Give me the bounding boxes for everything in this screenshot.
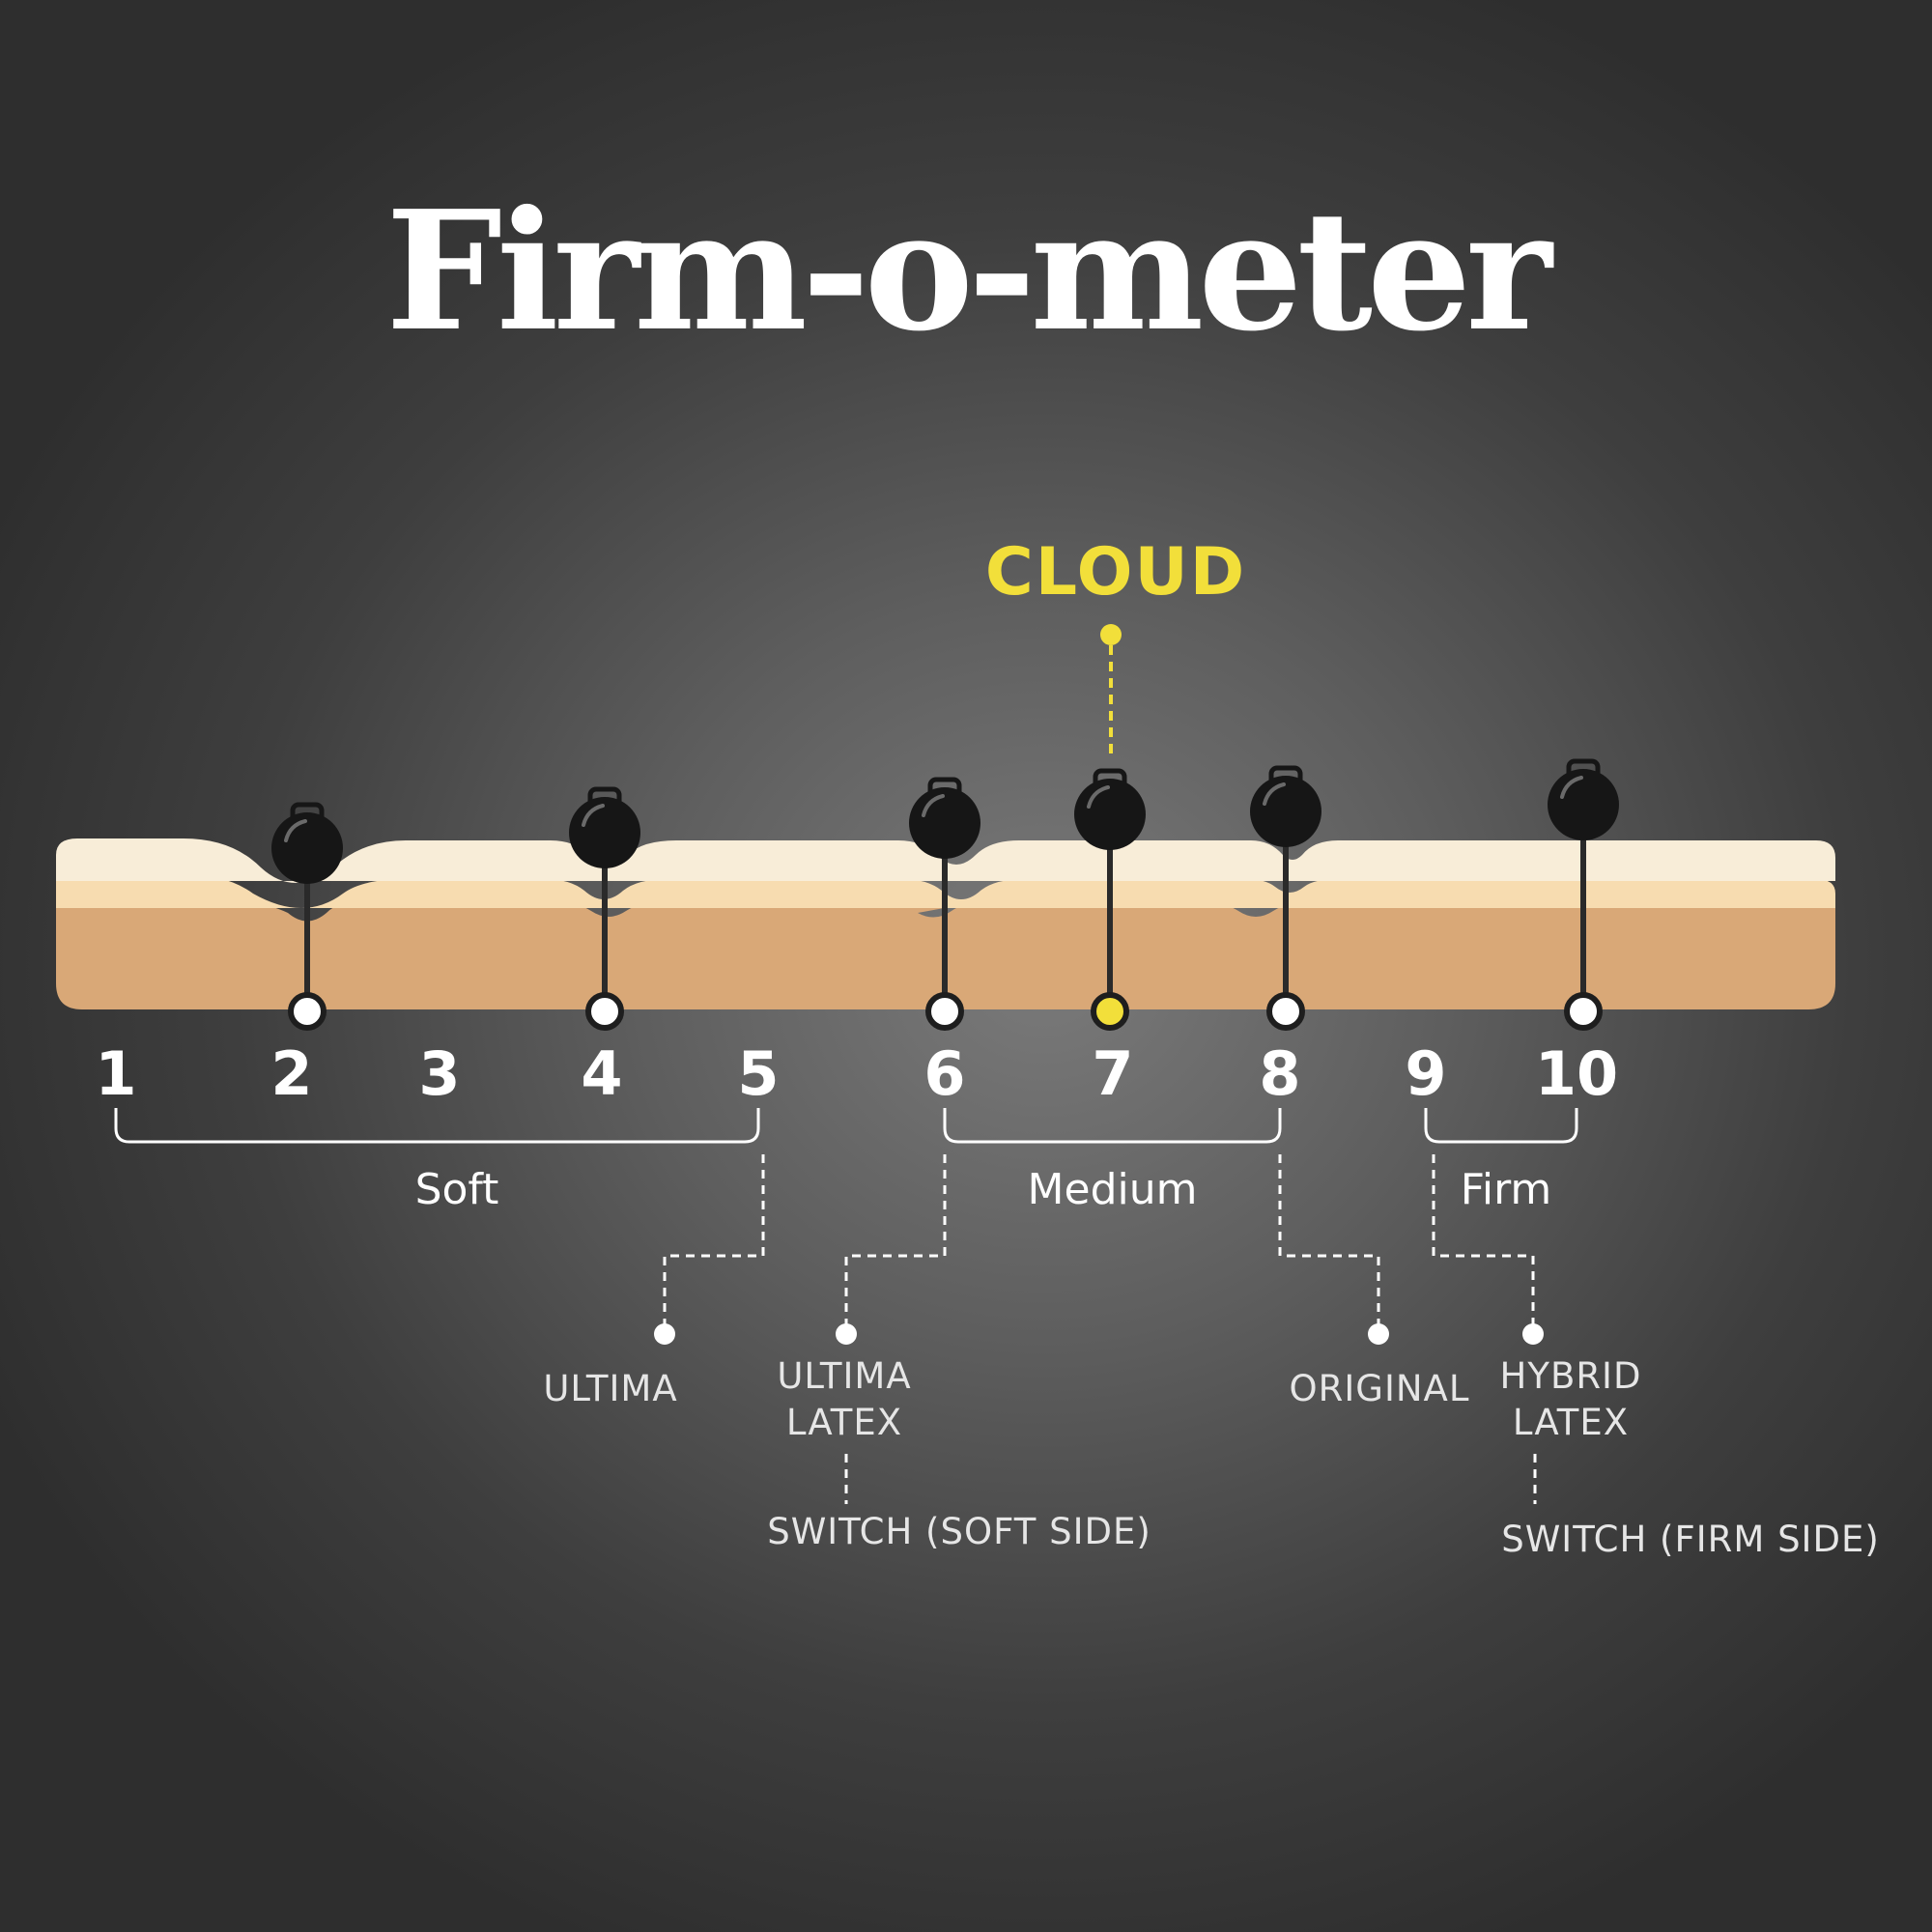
scale-number-5: 5: [737, 1038, 779, 1109]
leader-hybrid-latex: [1432, 1154, 1535, 1328]
product-ultima: ULTIMA: [543, 1368, 677, 1409]
weight-ball-2: [271, 812, 343, 884]
dot-original: [1368, 1323, 1389, 1345]
scale-number-8: 8: [1259, 1038, 1300, 1109]
scale-number-1: 1: [95, 1038, 136, 1109]
weight-shine-2: [284, 819, 307, 842]
weight-shine-8: [1263, 782, 1286, 806]
featured-level-dot: [1091, 992, 1129, 1031]
weight-ball-10: [1548, 769, 1619, 840]
leader-ultima-latex: [844, 1154, 947, 1328]
weight-4: [569, 786, 640, 1031]
range-bracket-soft: [114, 1108, 760, 1144]
leader-original: [1278, 1154, 1380, 1328]
weight-8: [1250, 765, 1321, 1031]
weight-7: [1074, 768, 1146, 1031]
firmness-ranges: Soft Medium Firm: [114, 1108, 1578, 1214]
weight-ball-4: [569, 797, 640, 868]
firmness-scale: 1 2 3 4 5 6 7 8 9 10: [95, 1038, 1618, 1109]
scale-number-9: 9: [1405, 1038, 1446, 1109]
featured-product-label: CLOUD: [985, 534, 1246, 611]
weight-shine-4: [582, 804, 605, 827]
range-label-medium: Medium: [1028, 1165, 1198, 1214]
weights: [271, 758, 1619, 1031]
level-dot-4: [585, 992, 624, 1031]
dot-ultima: [654, 1323, 675, 1345]
product-hybrid-latex-line2: LATEX: [1513, 1402, 1629, 1443]
scale-number-4: 4: [581, 1038, 622, 1109]
scale-number-10: 10: [1535, 1038, 1618, 1109]
mattress-top-layer: [56, 838, 1835, 883]
level-dot-8: [1266, 992, 1305, 1031]
weight-shine-7: [1087, 785, 1110, 809]
scale-number-2: 2: [270, 1038, 312, 1109]
weight-shine-10: [1560, 776, 1583, 799]
weight-shine-6: [922, 794, 945, 817]
scale-number-6: 6: [923, 1038, 965, 1109]
weight-ball-8: [1250, 776, 1321, 847]
product-ultima-latex-line2: LATEX: [786, 1402, 902, 1443]
product-switch-firm-side: SWITCH (FIRM SIDE): [1501, 1519, 1880, 1560]
product-hybrid-latex-line1: HYBRID: [1500, 1355, 1642, 1397]
dot-ultima-latex: [836, 1323, 857, 1345]
mattress-middle-layer: [56, 874, 1835, 908]
product-dots: [654, 1323, 1544, 1345]
weight-6: [909, 777, 980, 1031]
page-title: Firm-o-meter: [385, 175, 1554, 368]
scale-number-7: 7: [1092, 1038, 1133, 1109]
range-bracket-firm: [1424, 1108, 1578, 1144]
scale-number-3: 3: [418, 1038, 460, 1109]
weight-ball-7: [1074, 779, 1146, 850]
weight-ball-6: [909, 787, 980, 859]
range-bracket-medium: [943, 1108, 1282, 1144]
level-dot-2: [288, 992, 327, 1031]
product-ultima-latex-line1: ULTIMA: [777, 1355, 911, 1397]
featured-pointer-dot: [1100, 624, 1122, 645]
product-leaders: [663, 1154, 1537, 1504]
product-original: ORIGINAL: [1290, 1368, 1470, 1409]
product-switch-soft-side: SWITCH (SOFT SIDE): [767, 1511, 1151, 1552]
weight-10: [1548, 758, 1619, 1031]
range-label-soft: Soft: [415, 1165, 499, 1214]
level-dot-10: [1564, 992, 1603, 1031]
range-label-firm: Firm: [1461, 1165, 1552, 1214]
level-dot-6: [925, 992, 964, 1031]
dot-hybrid-latex: [1522, 1323, 1544, 1345]
weight-2: [271, 802, 343, 1031]
leader-ultima: [663, 1154, 765, 1328]
